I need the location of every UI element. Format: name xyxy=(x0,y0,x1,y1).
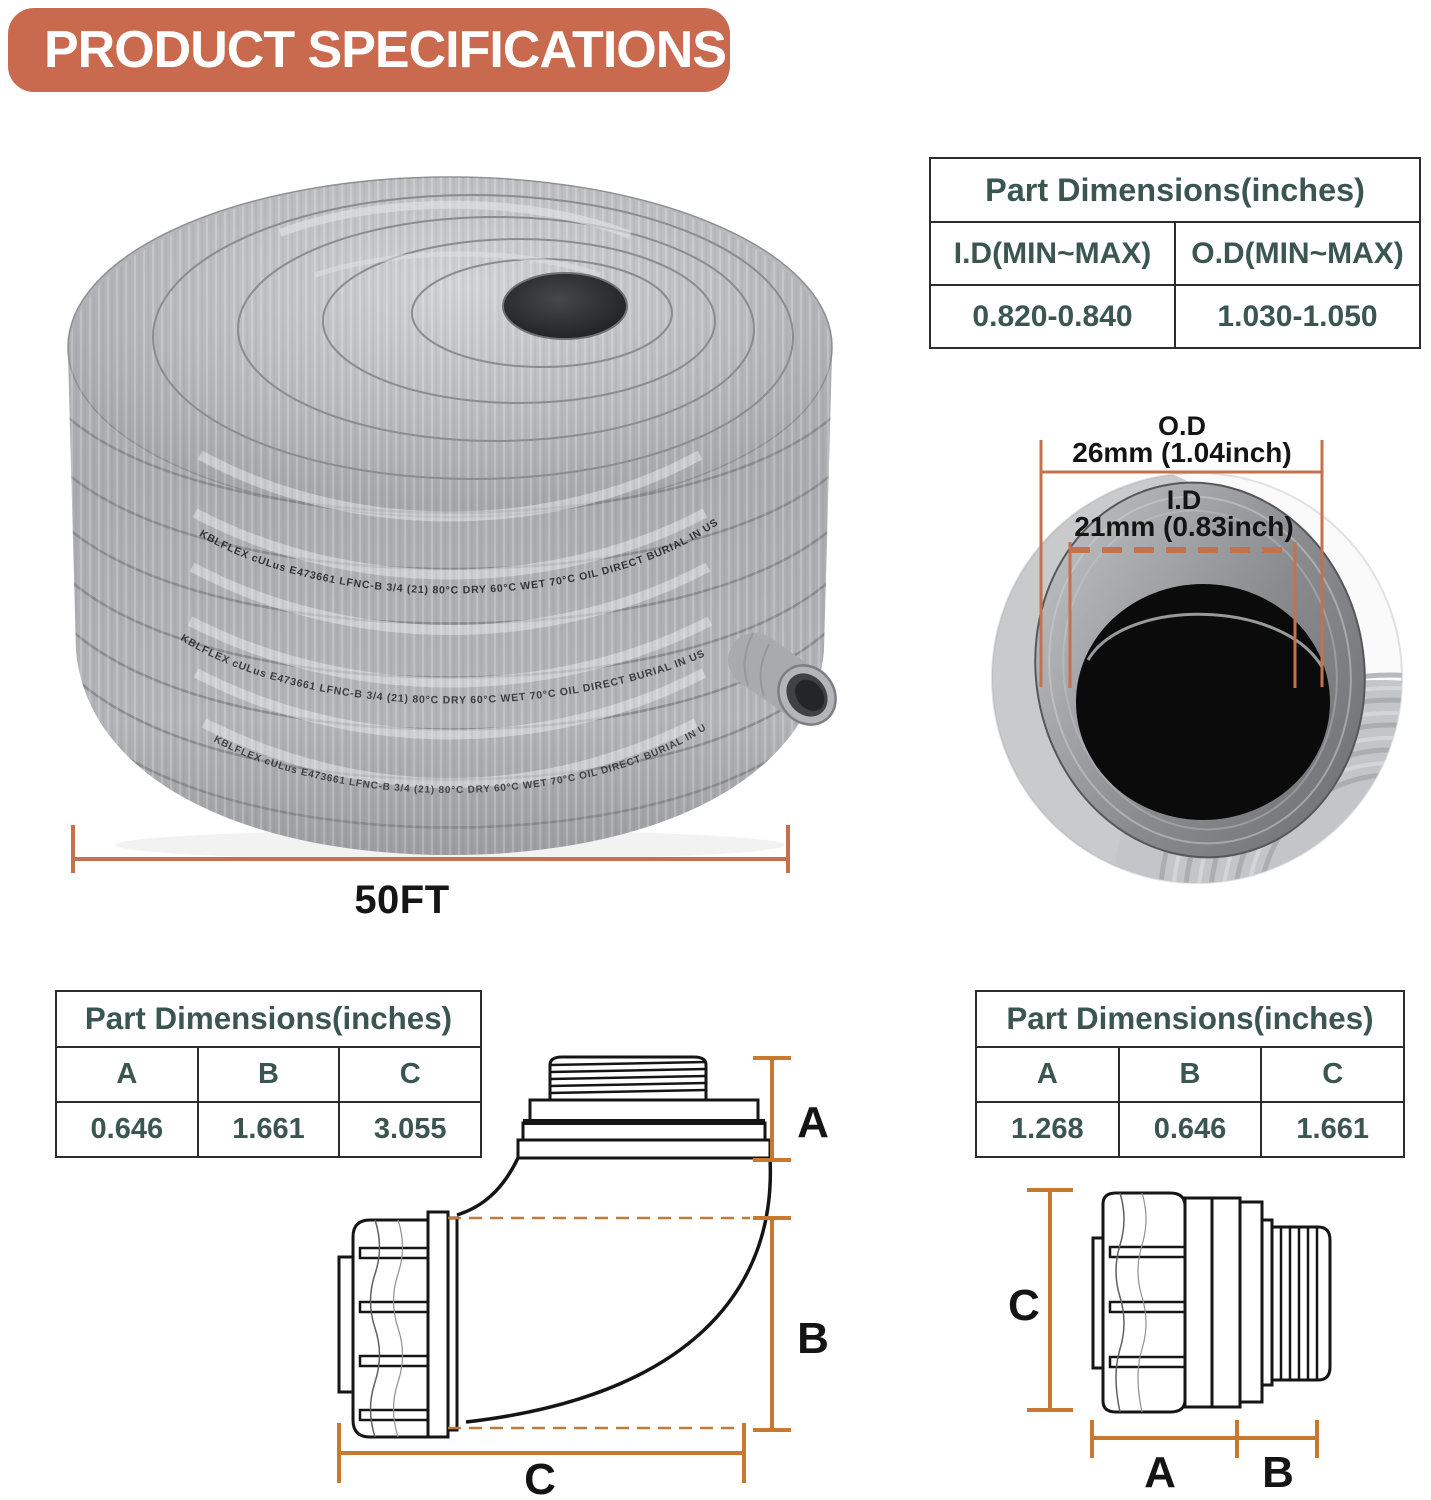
coil-center-hole xyxy=(502,272,628,340)
column-header: B xyxy=(1117,1048,1261,1102)
coil-length-dimension-line xyxy=(73,857,788,861)
elbow-label-a: A xyxy=(797,1098,829,1147)
id-value: 21mm (0.83inch) xyxy=(1074,511,1293,542)
elbow-dimensions-table: Part Dimensions(inches) A B C 0.646 1.66… xyxy=(55,990,482,1158)
elbow-connector-drawing: A B C xyxy=(337,1055,829,1500)
flange-gasket-band xyxy=(523,1119,765,1125)
column-header: O.D(MIN~MAX) xyxy=(1174,223,1419,285)
coil-length-tick-right xyxy=(786,825,790,873)
table-value: 1.030-1.050 xyxy=(1174,286,1419,347)
elbow-nut xyxy=(337,1210,459,1439)
straight-dimension-c xyxy=(1027,1188,1073,1412)
table-title: Part Dimensions(inches) xyxy=(57,992,480,1049)
conduit-coil-photo: KBLFLEX cULus E473661 LFNC-B 3/4 (21) 80… xyxy=(67,176,837,860)
column-header: C xyxy=(1260,1048,1403,1102)
table-value: 3.055 xyxy=(338,1103,480,1157)
elbow-label-c: C xyxy=(524,1455,556,1500)
coil-length-label: 50FT xyxy=(354,878,450,922)
table-value: 0.646 xyxy=(1117,1103,1261,1157)
coil-top-rings xyxy=(152,194,794,480)
conduit-cross-section-diagram: O.D 26mm (1.04inch) I.D 21mm (0.83inch) xyxy=(991,411,1403,884)
elbow-dimension-c xyxy=(337,1423,746,1483)
conduit-dimensions-table: Part Dimensions(inches) I.D(MIN~MAX) O.D… xyxy=(929,157,1421,349)
cross-section-bore xyxy=(1076,584,1330,820)
straight-label-b: B xyxy=(1262,1448,1294,1497)
straight-connector-dimensions-table: Part Dimensions(inches) A B C 1.268 0.64… xyxy=(975,990,1405,1158)
straight-connector-body xyxy=(1091,1191,1332,1414)
column-header: I.D(MIN~MAX) xyxy=(953,236,1152,270)
table-value: 1.661 xyxy=(1260,1103,1403,1157)
column-header: C xyxy=(338,1048,480,1102)
id-dimension-lines xyxy=(1068,542,1297,688)
id-label: I.D xyxy=(1167,485,1202,515)
elbow-reference-dashed-lines xyxy=(448,1216,750,1430)
table-value: 0.820-0.840 xyxy=(972,299,1133,333)
coil-texture: KBLFLEX cULus E473661 LFNC-B 3/4 (21) 80… xyxy=(68,177,832,855)
table-value: 1.661 xyxy=(196,1103,339,1157)
od-label: O.D xyxy=(1158,411,1206,441)
od-value: 26mm (1.04inch) xyxy=(1072,437,1291,468)
column-header: A xyxy=(1036,1058,1058,1091)
page-title-banner: PRODUCT SPECIFICATIONS xyxy=(8,8,730,92)
straight-label-a: A xyxy=(1144,1448,1176,1497)
page-title: PRODUCT SPECIFICATIONS xyxy=(44,21,727,79)
elbow-dimension-a xyxy=(753,1056,791,1162)
od-dimension-lines xyxy=(1039,440,1324,687)
table-title: Part Dimensions(inches) xyxy=(931,159,1419,224)
table-value: 0.646 xyxy=(90,1113,164,1146)
table-value: 1.268 xyxy=(1011,1113,1084,1146)
straight-dimension-ab xyxy=(1090,1420,1319,1458)
column-header: A xyxy=(116,1058,138,1091)
table-title: Part Dimensions(inches) xyxy=(977,992,1403,1049)
coil-length-tick-left xyxy=(71,825,75,873)
straight-label-c: C xyxy=(1008,1281,1040,1330)
column-header: B xyxy=(196,1048,339,1102)
conduit-end-stub xyxy=(728,632,837,726)
elbow-dimension-b xyxy=(753,1216,791,1432)
elbow-body-curves xyxy=(456,1157,773,1424)
straight-connector-drawing: C A B xyxy=(1008,1188,1332,1497)
elbow-label-b: B xyxy=(797,1314,829,1363)
